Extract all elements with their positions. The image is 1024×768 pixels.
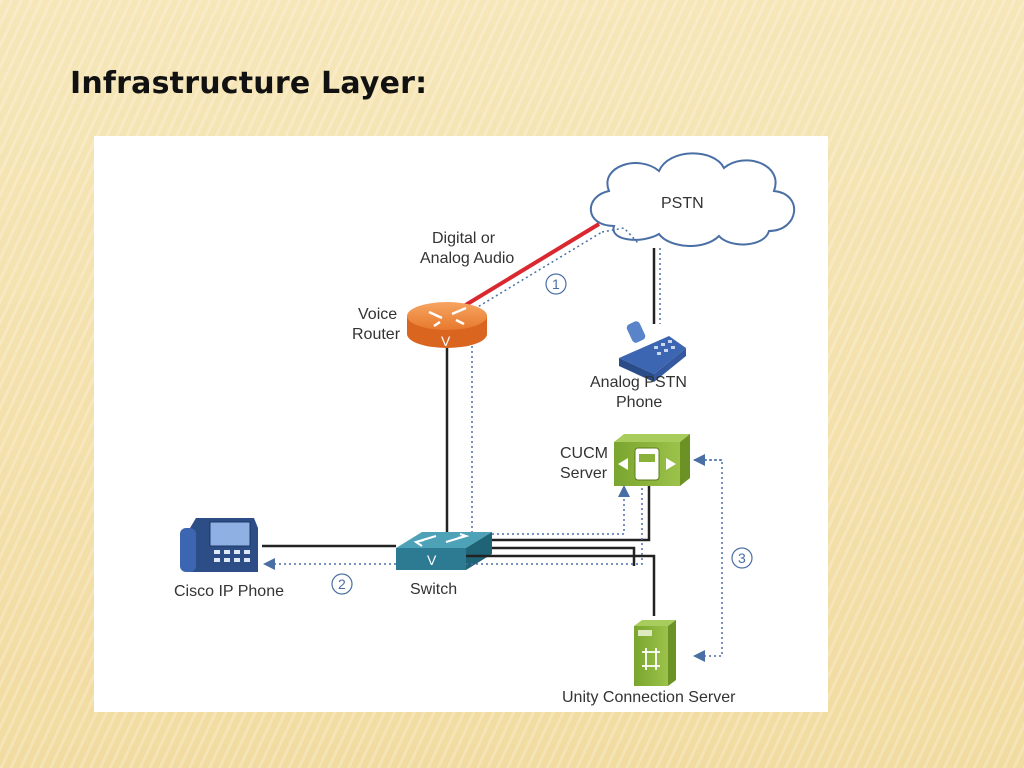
step-2-marker: 2 bbox=[331, 573, 353, 595]
step-3-marker: 3 bbox=[731, 547, 753, 569]
switch-glyph: V bbox=[427, 552, 437, 568]
router-glyph: V bbox=[441, 333, 451, 349]
unity-label: Unity Connection Server bbox=[562, 689, 736, 706]
step-1-label: 1 bbox=[552, 276, 560, 292]
digital-audio-label-2: Analog Audio bbox=[420, 250, 514, 267]
cloud-outline bbox=[589, 152, 795, 247]
switch-cucm-flow bbox=[492, 485, 630, 535]
pstn-label: PSTN bbox=[661, 195, 704, 212]
ip-phone-label: Cisco IP Phone bbox=[174, 583, 284, 600]
call-flow-path-1 bbox=[465, 231, 603, 315]
step-1-marker: 1 bbox=[545, 273, 567, 295]
cucm-label-2: Server bbox=[560, 465, 608, 482]
router-label-2: Router bbox=[352, 326, 401, 343]
cucm-server-icon bbox=[614, 434, 690, 486]
analog-phone-label-2: Phone bbox=[616, 394, 662, 411]
step-2-label: 2 bbox=[338, 576, 346, 592]
switch-cucm-flow-2 bbox=[466, 486, 643, 565]
analog-phone-icon bbox=[619, 321, 686, 382]
router-label-1: Voice bbox=[358, 306, 397, 323]
voip-diagram: PSTN Digital or Analog Audio 1 Analog PS… bbox=[94, 136, 828, 712]
unity-server-icon bbox=[634, 620, 676, 686]
switch-cucm-link bbox=[492, 486, 651, 542]
cucm-unity-flow bbox=[693, 459, 723, 662]
cucm-label-1: CUCM bbox=[560, 445, 608, 462]
step-3-label: 3 bbox=[738, 550, 746, 566]
digital-audio-label-1: Digital or bbox=[432, 230, 496, 247]
switch-icon: V bbox=[396, 532, 492, 570]
diagram-canvas: PSTN Digital or Analog Audio 1 Analog PS… bbox=[174, 152, 795, 706]
slide-title: Infrastructure Layer: bbox=[70, 66, 428, 101]
voice-router-icon: V bbox=[407, 302, 487, 349]
switch-right-link bbox=[492, 546, 636, 566]
digital-audio-link bbox=[462, 222, 601, 308]
switch-unity-link bbox=[466, 554, 656, 616]
call-flow-cloud bbox=[601, 227, 640, 245]
analog-phone-label-1: Analog PSTN bbox=[590, 374, 687, 391]
pstn-cloud: PSTN bbox=[589, 152, 795, 247]
switch-label: Switch bbox=[410, 581, 457, 598]
ip-phone-icon bbox=[180, 518, 258, 572]
